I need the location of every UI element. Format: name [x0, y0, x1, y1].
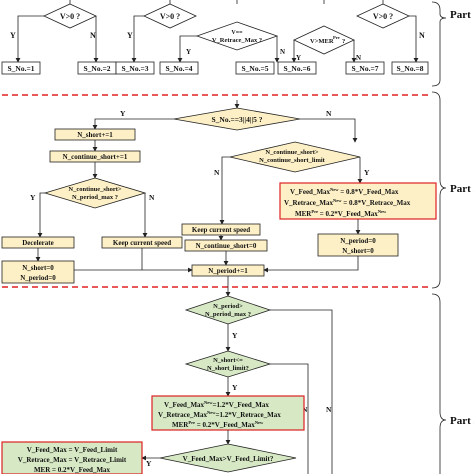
svg-text:N_period=0: N_period=0: [20, 274, 56, 282]
increase-speed-box: [151, 395, 305, 431]
decision-v-gt-0-b: [143, 3, 197, 29]
n-short-zero-box: [1, 260, 75, 284]
svg-text:Y: Y: [296, 54, 301, 62]
decision-continue-gt-period-max: [43, 177, 147, 209]
decision-v-gt-mer: [293, 25, 355, 55]
svg-text:N_continue_short=0: N_continue_short=0: [196, 242, 257, 250]
svg-text:N: N: [280, 48, 285, 56]
state-box-5: [235, 61, 275, 75]
decision-v-eq-retrace: [195, 21, 279, 51]
svg-text:Y: Y: [232, 331, 238, 340]
decision-feed-gt-limit: [159, 443, 297, 473]
svg-text:N_period_max ?: N_period_max ?: [205, 311, 251, 318]
svg-text:N: N: [214, 168, 220, 177]
decision-continue-gt-limit: [229, 141, 361, 173]
svg-text:N_short+=1: N_short+=1: [77, 131, 113, 139]
svg-text:V_Feed_MaxNew = 0.8*V_Feed_Max: V_Feed_MaxNew = 0.8*V_Feed_Max: [290, 187, 399, 196]
decision-period-gt-max: [184, 295, 272, 325]
svg-text:V_Retrace_Max ?: V_Retrace_Max ?: [212, 37, 262, 44]
svg-text:V>0 ?: V>0 ?: [160, 12, 180, 21]
svg-text:Y: Y: [127, 31, 133, 40]
svg-text:Keep current speed: Keep current speed: [192, 226, 250, 234]
svg-text:S_No.=2: S_No.=2: [84, 64, 111, 73]
svg-text:N_period>: N_period>: [213, 303, 243, 310]
svg-text:V>0 ?: V>0 ?: [373, 12, 393, 21]
svg-text:N_continue_short>: N_continue_short>: [265, 149, 318, 156]
svg-text:Y: Y: [364, 168, 370, 177]
part2-label: Part 2: [450, 183, 474, 195]
svg-text:N_continue_short_limit: N_continue_short_limit: [259, 157, 326, 164]
svg-text:N_continue_short+=1: N_continue_short+=1: [63, 153, 128, 161]
svg-text:N_continue_short>: N_continue_short>: [68, 186, 121, 193]
svg-text:Y: Y: [10, 31, 16, 40]
svg-text:Pre: Pre: [333, 35, 340, 40]
svg-text:S_No.=7: S_No.=7: [352, 64, 379, 73]
part3-label: Part 3: [450, 415, 474, 427]
svg-text:S_No.=1: S_No.=1: [8, 64, 35, 73]
svg-text:N: N: [356, 54, 361, 62]
svg-text:N: N: [90, 31, 96, 40]
svg-text:V>0 ?: V>0 ?: [60, 12, 80, 21]
state-box-7: [345, 61, 385, 75]
svg-text:Y: Y: [30, 193, 36, 202]
state-box-4: [159, 61, 199, 75]
svg-text:Y: Y: [186, 48, 191, 56]
svg-text:V_Feed_MaxNew=1.2*V_Feed_Max: V_Feed_MaxNew=1.2*V_Feed_Max: [164, 400, 269, 409]
svg-text:N_short=0: N_short=0: [22, 264, 54, 272]
svg-text:S_No.==3||4||5 ?: S_No.==3||4||5 ?: [212, 115, 263, 124]
svg-text:V==: V==: [231, 30, 243, 36]
svg-text:S_No.=6: S_No.=6: [284, 64, 311, 73]
svg-text:Y: Y: [146, 459, 152, 468]
decision-v-gt-0-c: [356, 3, 410, 29]
svg-text:S_No.=5: S_No.=5: [242, 64, 269, 73]
svg-text:N_short=0: N_short=0: [342, 247, 374, 255]
svg-text:S_No.=8: S_No.=8: [397, 64, 424, 73]
svg-text:N_period+=1: N_period+=1: [208, 267, 248, 275]
svg-text:N: N: [326, 109, 332, 118]
svg-text:N_short<=: N_short<=: [213, 357, 243, 364]
svg-text:S_No.=4: S_No.=4: [166, 64, 193, 73]
svg-text:?: ?: [342, 38, 345, 45]
state-box-1: [1, 61, 41, 75]
svg-text:V_Retrace_MaxNew=1.2*V_Retrace: V_Retrace_MaxNew=1.2*V_Retrace_Max: [158, 410, 281, 419]
part-braces: [431, 1, 447, 474]
svg-text:MER = 0.2*V_Feed_Max: MER = 0.2*V_Feed_Max: [34, 466, 111, 474]
svg-text:Keep current speed: Keep current speed: [113, 239, 171, 247]
svg-text:N: N: [149, 193, 155, 202]
svg-text:N_short_limit?: N_short_limit?: [207, 365, 249, 372]
svg-text:S_No.=3: S_No.=3: [122, 64, 149, 73]
svg-text:V_Retrace_MaxNew = 0.8*V_Retra: V_Retrace_MaxNew = 0.8*V_Retrace_Max: [284, 198, 411, 207]
decision-state-3-4-5: [173, 107, 301, 131]
svg-text:N_period=0: N_period=0: [340, 237, 376, 245]
svg-text:Y: Y: [120, 109, 126, 118]
state-box-3: [115, 61, 155, 75]
part1-label: Part 1: [450, 9, 474, 21]
svg-text:MERPre = 0.2*V_Feed_MaxNew: MERPre = 0.2*V_Feed_MaxNew: [295, 209, 387, 218]
decision-short-le-limit: [184, 350, 272, 378]
state-box-8: [391, 61, 429, 75]
state-box-6: [277, 61, 317, 75]
svg-text:N: N: [302, 405, 308, 414]
svg-text:MERPre = 0.2*V_Feed_MaxNew: MERPre = 0.2*V_Feed_MaxNew: [172, 420, 264, 429]
svg-text:Y: Y: [232, 383, 238, 392]
svg-text:V>MER: V>MER: [310, 38, 334, 45]
svg-text:Decelerate: Decelerate: [22, 239, 53, 247]
decision-v-gt-0-a: [43, 3, 97, 29]
reduce-speed-box: [279, 182, 437, 220]
svg-text:V_Feed_Max = V_Feed_Limit: V_Feed_Max = V_Feed_Limit: [27, 446, 118, 454]
svg-text:N: N: [419, 31, 425, 40]
svg-text:V_Feed_Max>V_Feed_Limit?: V_Feed_Max>V_Feed_Limit?: [183, 455, 274, 463]
svg-text:N: N: [326, 405, 332, 414]
svg-text:N_period_max ?: N_period_max ?: [72, 194, 118, 201]
limit-speed-box: [1, 441, 143, 474]
svg-text:V_Retrace_Max = V_Retrace_Limi: V_Retrace_Max = V_Retrace_Limit: [18, 456, 127, 464]
